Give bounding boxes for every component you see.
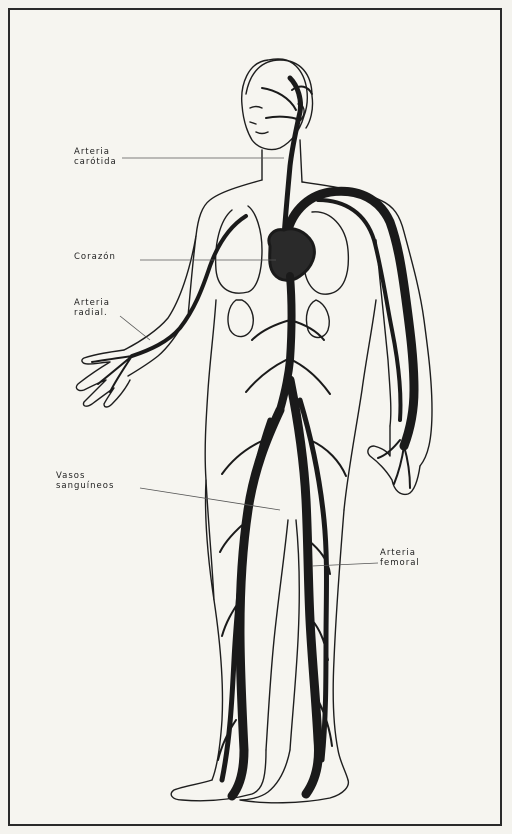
vessels-leader (140, 488, 280, 510)
right-leg-outer (333, 510, 348, 780)
right-kidney (306, 300, 329, 338)
aortic-arch (286, 191, 414, 446)
right-arm-inner (376, 240, 391, 426)
left-hand (76, 350, 130, 407)
right-arm-vessel-2 (318, 200, 401, 420)
left-torso-side (205, 300, 216, 600)
label-radial-artery: Arteria radial. (74, 298, 110, 318)
face-details (250, 107, 268, 134)
label-femoral-line2: femoral (380, 558, 420, 568)
right-hand-vessels (378, 440, 410, 488)
left-arm-upper (124, 236, 196, 350)
label-carotid-artery: Arteria carótida (74, 147, 117, 167)
left-leg-inner (266, 520, 288, 750)
label-radial-line1: Arteria (74, 298, 110, 308)
label-carotid-line1: Arteria (74, 147, 117, 157)
label-vessels-line1: Vasos (56, 471, 114, 481)
right-leg-inner (290, 520, 299, 750)
right-foot (240, 750, 348, 803)
femoral-leader (312, 563, 378, 566)
label-femoral-line1: Arteria (380, 548, 420, 558)
label-heart-line1: Corazón (74, 252, 116, 262)
left-kidney (228, 300, 253, 337)
right-torso-side (344, 300, 376, 510)
radial-leader (120, 316, 150, 340)
label-carotid-line2: carótida (74, 157, 117, 167)
label-femoral-artery: Arteria femoral (380, 548, 420, 568)
label-heart: Corazón (74, 252, 116, 262)
label-blood-vessels: Vasos sanguíneos (56, 471, 114, 491)
label-radial-line2: radial. (74, 308, 110, 318)
left-leg-outer (205, 480, 222, 780)
label-vessels-line2: sanguíneos (56, 481, 114, 491)
